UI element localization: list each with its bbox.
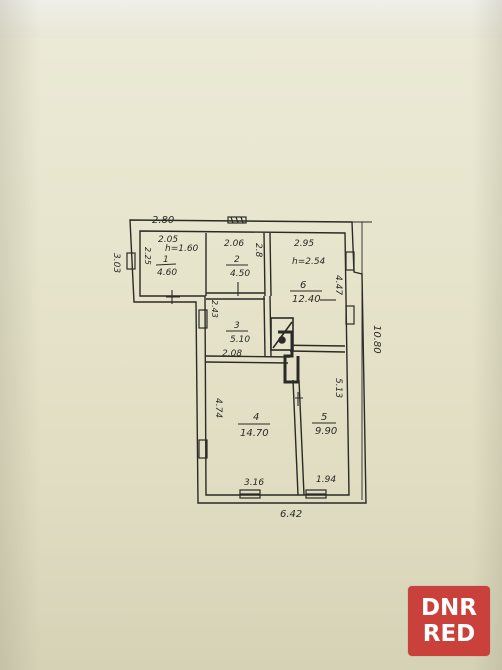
window-porch-left bbox=[126, 252, 136, 270]
dim-total-length: 10.80 bbox=[371, 325, 382, 354]
dim-porch-width: 2.05 bbox=[158, 235, 178, 245]
watermark-line2: RED bbox=[422, 621, 476, 647]
room2-number: 2 bbox=[234, 255, 240, 265]
room1-number: 1 bbox=[163, 255, 169, 265]
outer-wall bbox=[129, 219, 367, 504]
room5-area: 9.90 bbox=[315, 426, 337, 437]
watermark-line1: DNR bbox=[420, 595, 478, 621]
room3-number: 3 bbox=[234, 321, 240, 331]
room1-height: h=1.60 bbox=[165, 244, 199, 254]
wall-4-5 bbox=[292, 379, 305, 496]
stove-block bbox=[270, 317, 300, 384]
wall-3 bbox=[263, 295, 272, 357]
dim-room5-side: 5.13 bbox=[333, 378, 343, 398]
room1-fraction-line bbox=[155, 263, 177, 266]
room1-area: 4.60 bbox=[157, 268, 177, 278]
door-marks bbox=[166, 282, 336, 406]
wall-4-top bbox=[205, 355, 291, 364]
inner-wall bbox=[139, 230, 350, 496]
dim-porch-side: 3.03 bbox=[111, 253, 121, 273]
wall-2-6 bbox=[263, 232, 272, 297]
dim-room2-side: 2.8 bbox=[253, 243, 263, 258]
window-room4-left bbox=[198, 439, 208, 459]
dim-top-width: 2.80 bbox=[152, 215, 174, 226]
window-room6-right-2 bbox=[345, 305, 355, 325]
dim-room5-bottom: 1.94 bbox=[316, 475, 336, 485]
windows bbox=[126, 216, 355, 499]
paper-shadow-left bbox=[0, 0, 40, 670]
dim-line-length bbox=[348, 221, 372, 500]
room6-height: h=2.54 bbox=[292, 257, 326, 267]
room4-area: 14.70 bbox=[240, 428, 269, 439]
dim-room6-width: 2.95 bbox=[294, 239, 314, 249]
window-room3-left bbox=[198, 309, 208, 329]
dim-room4-side: 4.74 bbox=[213, 398, 223, 418]
room3-area: 5.10 bbox=[230, 335, 250, 345]
room4-number: 4 bbox=[253, 412, 259, 423]
room6-area: 12.40 bbox=[292, 294, 321, 305]
window-room6-right bbox=[345, 251, 355, 271]
dim-room6-side: 4.47 bbox=[333, 275, 343, 295]
paper-top-edge bbox=[0, 0, 502, 38]
dim-porch-inner-side: 2.25 bbox=[143, 247, 152, 265]
watermark-logo: DNR RED bbox=[408, 586, 490, 656]
room6-number: 6 bbox=[300, 280, 306, 291]
dim-room3-width: 2.08 bbox=[222, 349, 242, 359]
window-room2-top bbox=[227, 216, 247, 224]
dim-room3-side: 2.43 bbox=[210, 300, 219, 318]
dim-room2-width: 2.06 bbox=[224, 239, 244, 249]
room2-area: 4.50 bbox=[230, 269, 250, 279]
wall-2-3 bbox=[206, 292, 265, 300]
dim-total-width: 6.42 bbox=[280, 509, 302, 520]
paper-shadow-right bbox=[472, 0, 502, 670]
room5-number: 5 bbox=[321, 412, 327, 423]
dim-room4-bottom: 3.16 bbox=[244, 478, 264, 488]
